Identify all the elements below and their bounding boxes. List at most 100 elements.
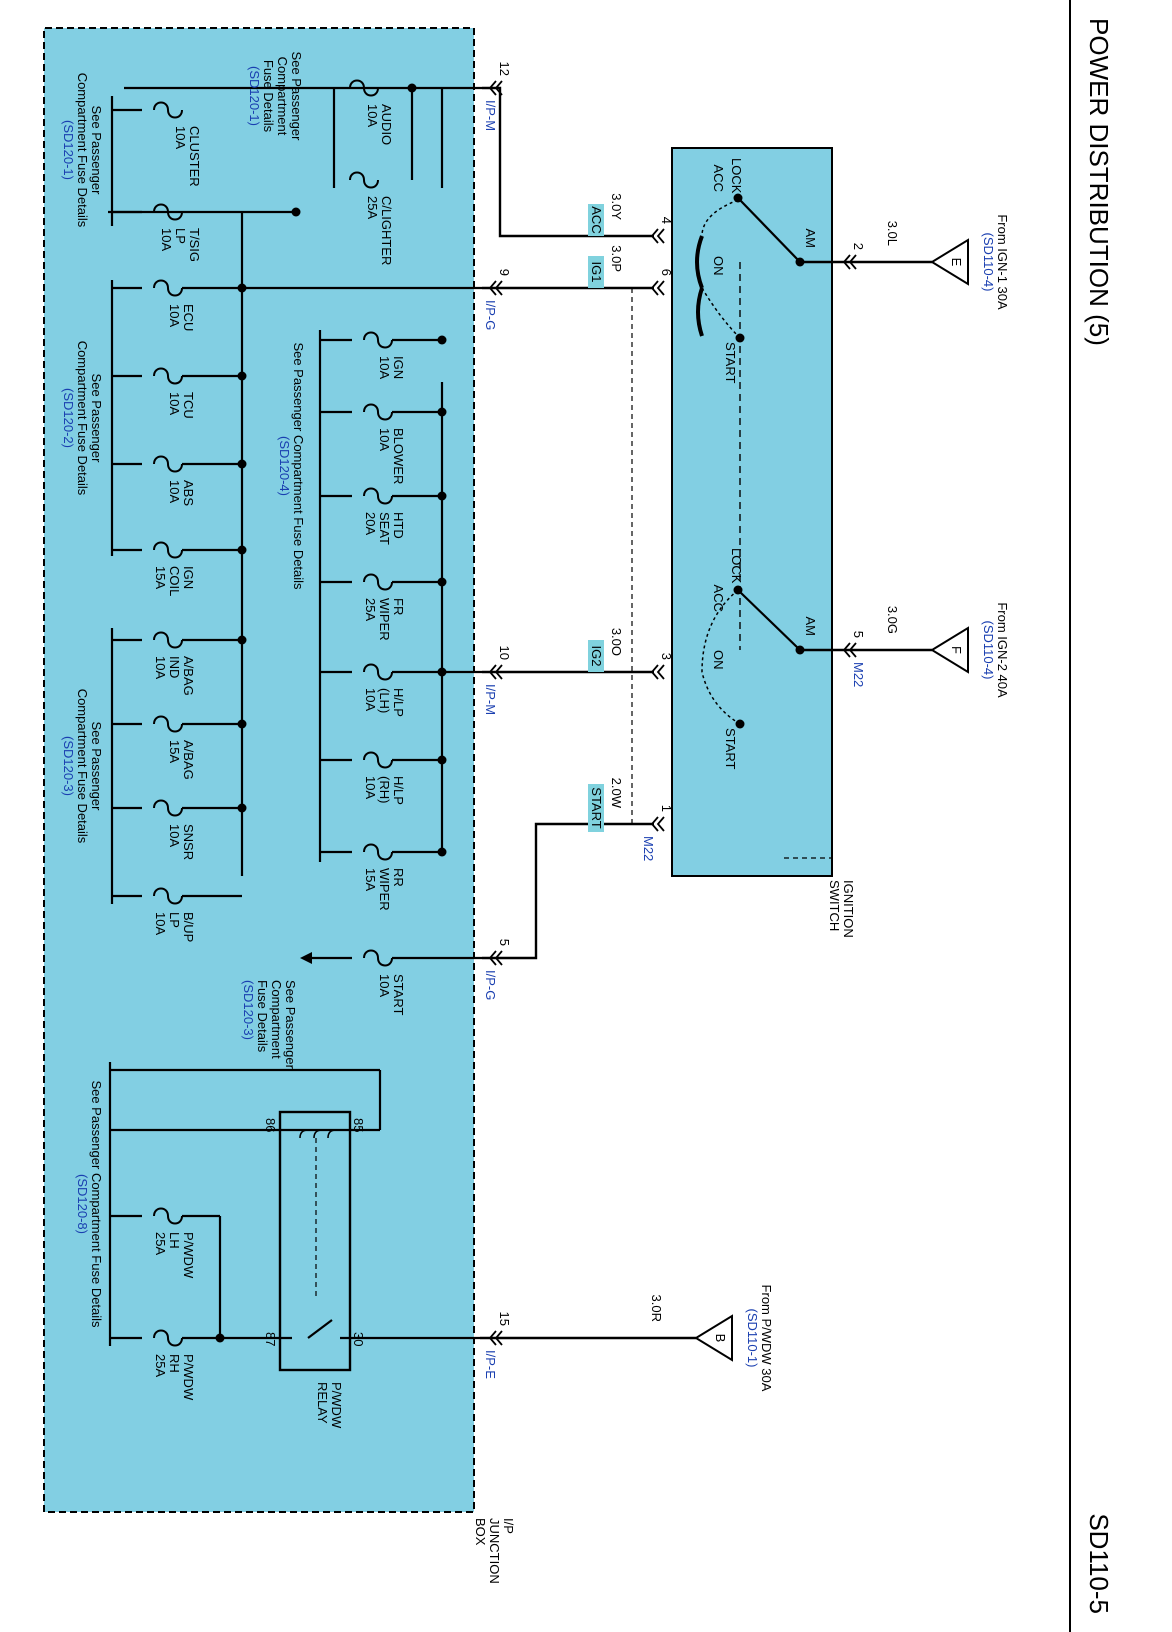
switch-bottom-lock-label: LOCK [729,548,744,584]
switch-top-arm [739,199,801,263]
switch-top-travel [701,199,741,339]
svg-text:10A: 10A [363,776,378,799]
svg-text:P/WDW: P/WDW [329,1382,344,1429]
switch-top-acc-wiper [695,235,704,289]
source-e-ref: (SD110-4) [981,232,996,291]
jb-pin-12-connector [488,80,503,96]
svg-text:(SD120-3): (SD120-3) [61,736,76,796]
relay-pin-30: 30 [351,1332,366,1346]
fuse-ig1-1 [153,367,183,385]
source-f-ref: (SD110-4) [981,620,996,679]
fuse-ig2-1 [363,403,393,421]
jb-pin-9-label: 9 [497,269,512,276]
switch-bottom-on-label: ON [711,650,726,670]
svg-text:25A: 25A [153,1232,168,1255]
fuse-c-lighter [349,171,379,189]
fuse-ig2-5-label: H/LP(RH)10A [363,776,406,805]
svg-text:IG1: IG1 [589,262,604,283]
svg-text:Compartment Fuse Details: Compartment Fuse Details [75,73,90,228]
fuse-ig1-2 [153,455,183,473]
circuit-start-wire: 2.0W [609,778,624,809]
circuit-ig1-tag: IG1 [588,256,604,288]
source-b-ref: (SD110-1) [745,1308,760,1367]
ignition-switch-label: IGNITION SWITCH [827,880,856,938]
svg-text:(RH): (RH) [377,776,392,803]
fuse-cluster [153,101,183,119]
ip-junction-box [43,27,475,1513]
circuit-ig2-wire: 3.0O [609,628,624,656]
svg-text:Compartment Fuse Details: Compartment Fuse Details [75,689,90,844]
svg-text:LP: LP [173,228,188,244]
svg-text:LP: LP [167,912,182,928]
svg-text:IND: IND [167,656,182,678]
svg-text:10A: 10A [159,228,174,251]
jb-pin-9-connector [488,280,503,296]
jb-pin-12-label: 12 [497,62,512,76]
circuit-ig2-tag: IG2 [588,640,604,672]
ignition-switch [671,147,833,877]
junction-box-label: I/P JUNCTION BOX [473,1518,516,1584]
svg-text:JUNCTION: JUNCTION [487,1518,502,1584]
svg-text:10A: 10A [167,304,182,327]
fuse-t-sig-lp [153,203,183,221]
jb-pin-10-conn: I/P-M [483,684,498,715]
switch-bottom-travel [701,589,741,725]
svg-text:20A: 20A [363,512,378,535]
svg-text:WIPER: WIPER [377,868,392,911]
jb-pin-10-connector [488,664,503,680]
svg-text:See Passenger Compartment Fuse: See Passenger Compartment Fuse Details [89,1080,104,1328]
switch-top-am-label: AM [803,229,818,249]
svg-text:P/WDW: P/WDW [181,1354,196,1401]
svg-text:C/LIGHTER: C/LIGHTER [379,196,394,265]
svg-text:15A: 15A [167,740,182,763]
svg-text:E: E [949,258,964,267]
jb-pin-12-conn: I/P-M [483,100,498,131]
svg-text:See Passenger Compartment Fuse: See Passenger Compartment Fuse Details [291,342,306,590]
svg-text:10A: 10A [173,126,188,149]
svg-text:WIPER: WIPER [377,598,392,641]
page-title: POWER DISTRIBUTION (5) [1084,18,1114,346]
svg-text:(SD120-3): (SD120-3) [241,980,256,1040]
switch-pin-2-connector [842,254,857,270]
source-f-from: From IGN-2 40A [995,602,1010,698]
fuse-ig2-5 [363,751,393,769]
svg-text:A/BAG: A/BAG [181,740,196,780]
svg-text:ACC: ACC [589,206,604,233]
svg-text:See Passenger: See Passenger [283,980,298,1070]
svg-text:H/LP: H/LP [391,776,406,805]
fuse-pwdw-0 [153,1207,183,1225]
fuse-ig2-3 [363,573,393,591]
switch-top-start-label: START [723,342,738,383]
source-b-from: From P/WDW 30A [759,1285,774,1392]
svg-text:(SD120-4): (SD120-4) [277,436,292,496]
svg-text:Fuse Details: Fuse Details [255,980,270,1053]
svg-text:P/WDW: P/WDW [181,1232,196,1279]
switch-pin-5-conn: M22 [851,662,866,687]
svg-text:HTD: HTD [391,512,406,539]
svg-text:Compartment Fuse Details: Compartment Fuse Details [75,341,90,496]
jb-pin-5-conn: I/P-G [483,970,498,1000]
fuse-ig2-6 [363,843,393,861]
switch-top-lock-dot [733,193,743,203]
svg-text:25A: 25A [153,1354,168,1377]
svg-text:15A: 15A [363,868,378,891]
svg-text:FR: FR [391,598,406,615]
